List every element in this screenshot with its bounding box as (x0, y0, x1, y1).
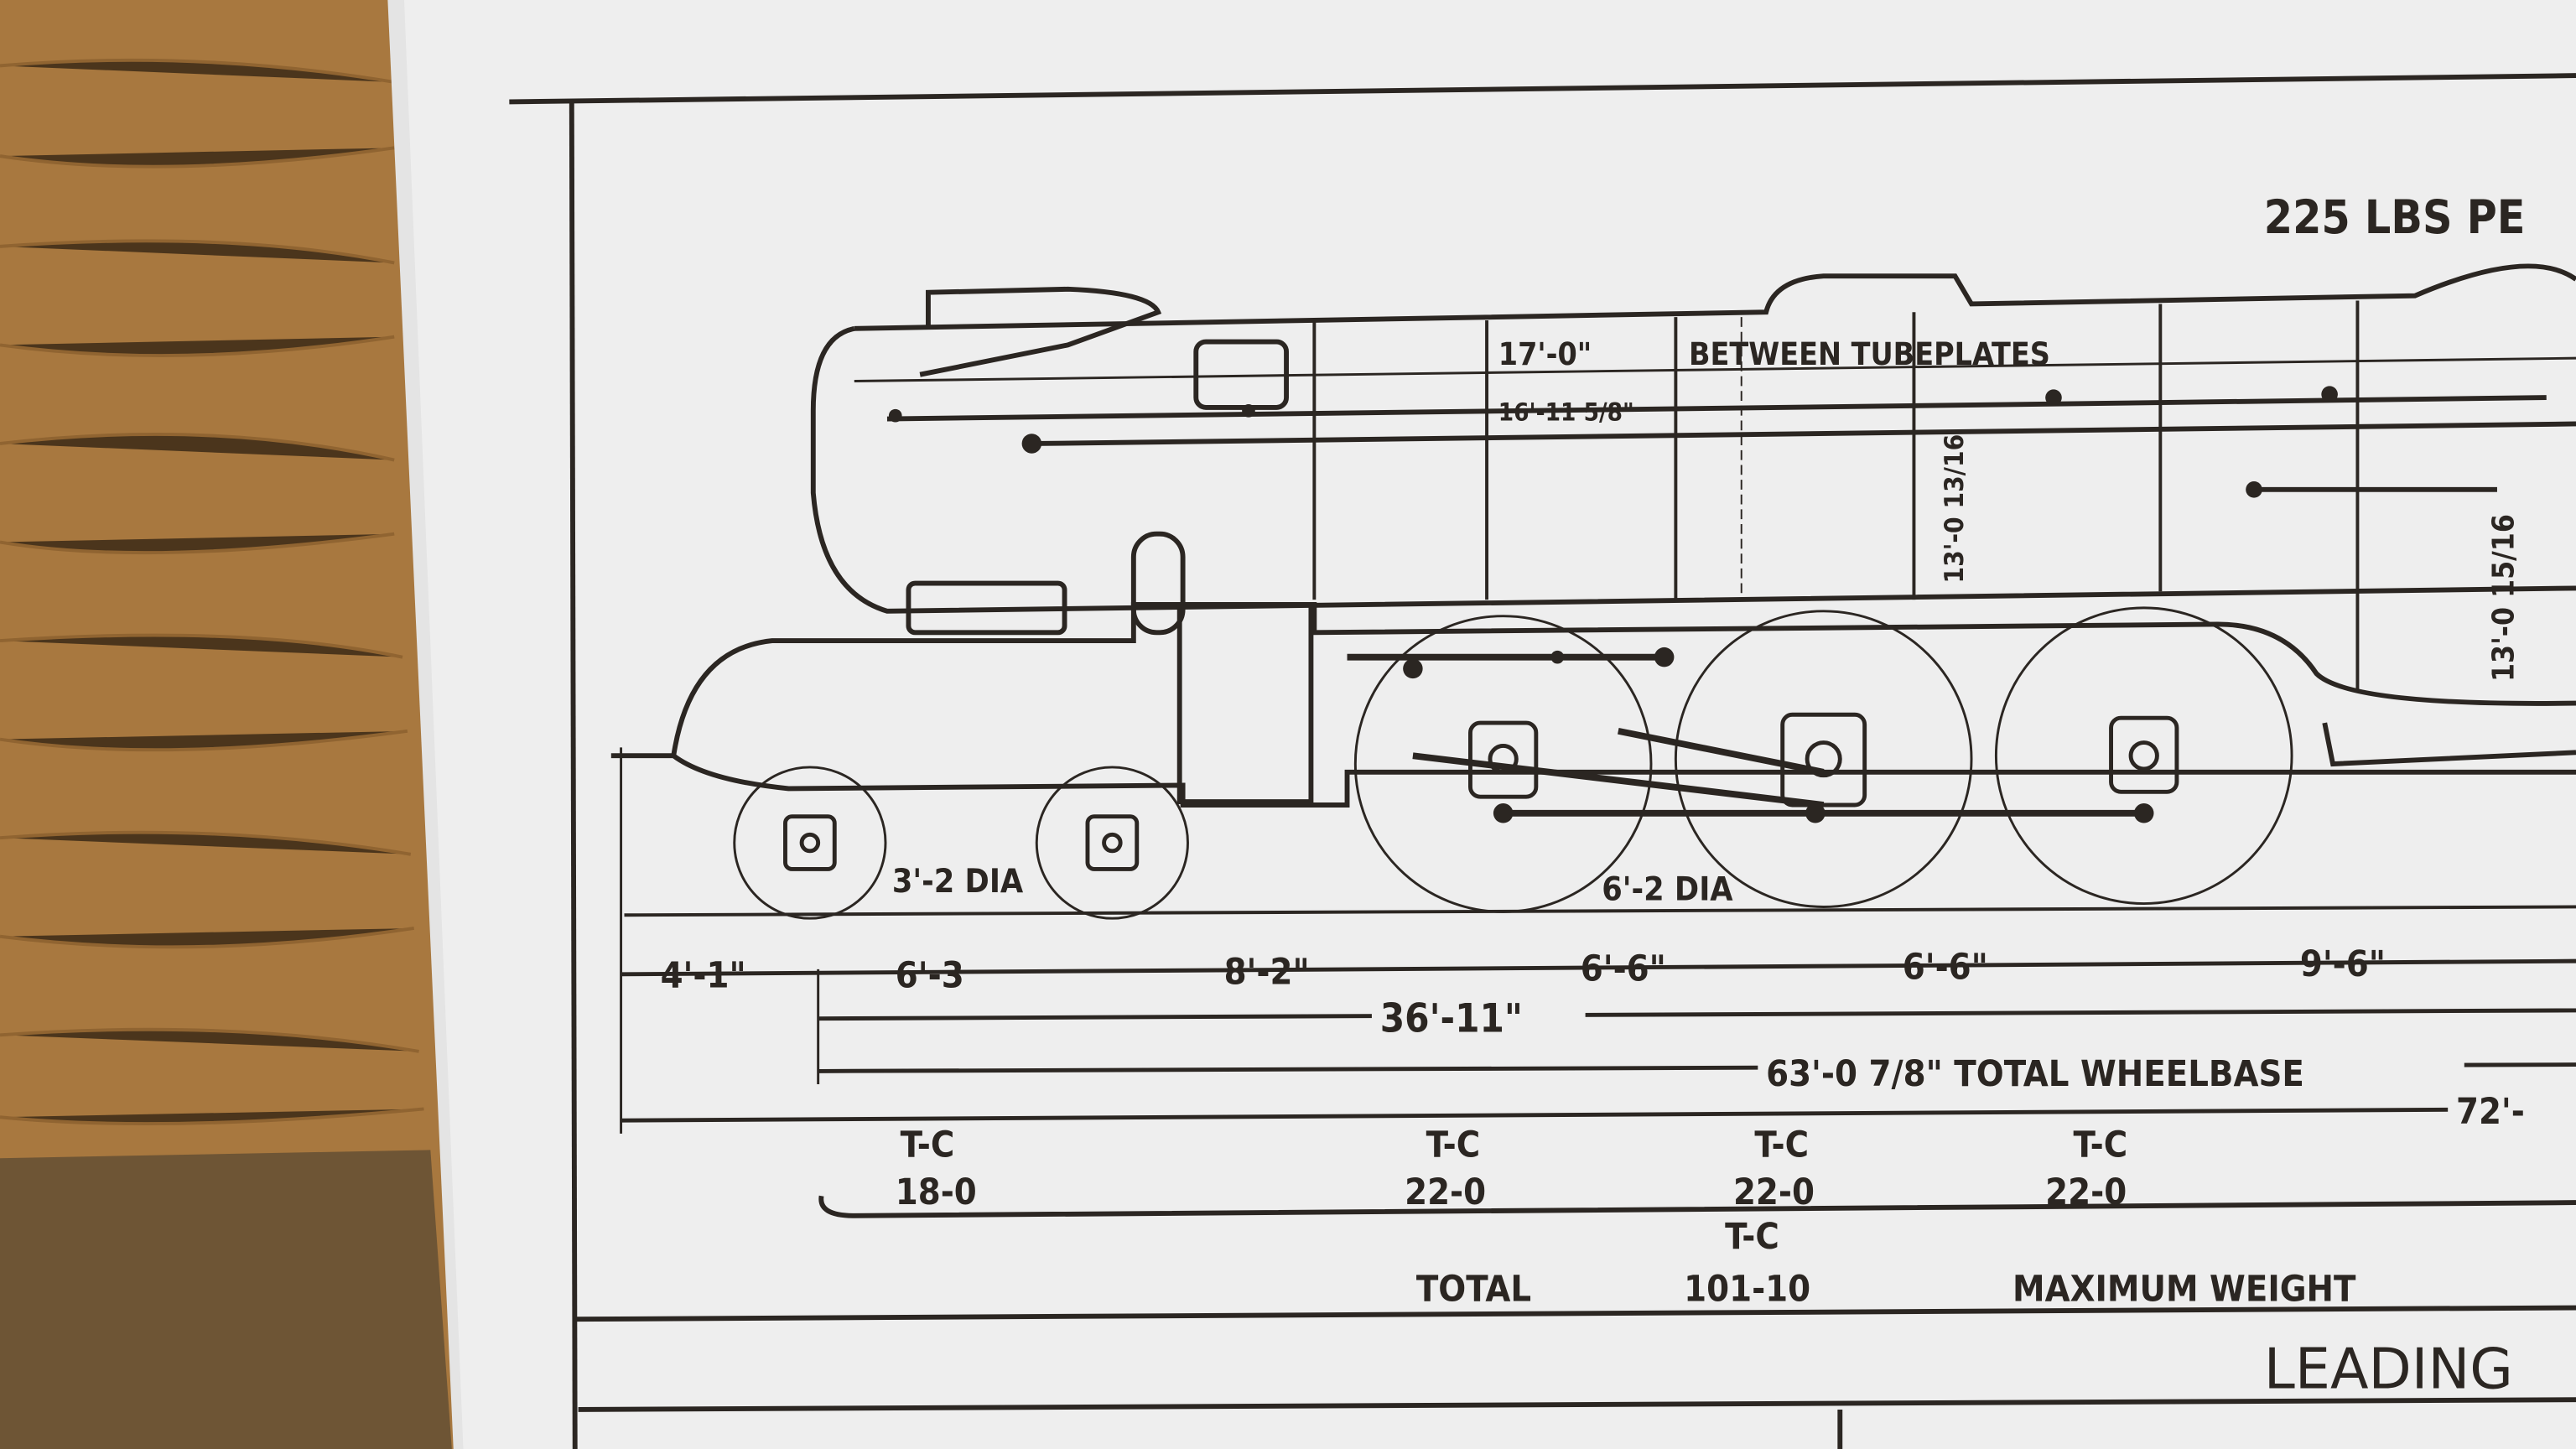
spacing-label: 6'-3 (896, 954, 964, 996)
pressure-label: 225 LBS PE (2264, 190, 2526, 244)
engine-wheelbase: 36'-11" (1380, 995, 1523, 1041)
driving-wheel-2 (1674, 610, 1973, 908)
axle-weights: T-C 18-0 T-C 22-0 T-C 22-0 T-C 22-0 T-C … (896, 1124, 2356, 1310)
tube-length-label: 17'-0" (1498, 335, 1592, 372)
total-weight-label: TOTAL (1416, 1269, 1531, 1311)
total-weight-unit: T-C (1725, 1216, 1779, 1258)
wheels (733, 606, 2293, 920)
between-tubeplates-label: BETWEEN TUBEPLATES (1689, 335, 2050, 372)
spacing-label: 8'-2" (1224, 952, 1310, 994)
bogie-wheel-1 (733, 766, 887, 920)
max-weight-label: MAXIMUM WEIGHT (2012, 1269, 2356, 1311)
spacing-label: 4'-1" (661, 954, 746, 996)
boiler-height-2: 13'-0 15/16 (2487, 514, 2521, 682)
spacing-label: 6'-6" (1903, 947, 1988, 989)
label-mask (1371, 994, 1586, 1037)
driving-wheel-diameter: 6'-2 DIA (1602, 871, 1733, 909)
spacing-label: 9'-6" (2300, 943, 2386, 985)
boiler-height-1: 13'-0 13/16 (1940, 434, 1970, 584)
driving-wheel-3 (1994, 606, 2293, 906)
axle-weight-value: 22-0 (1405, 1171, 1486, 1213)
label-mask (2448, 1090, 2576, 1130)
table-shadow (0, 1150, 452, 1449)
axle-spacings: 4'-1" 6'-3 8'-2" 6'-6" 6'-6" 9'-6" (661, 943, 2386, 997)
total-wheelbase: 63'-0 7/8" TOTAL WHEELBASE (1766, 1053, 2304, 1095)
axle-weight-unit: T-C (901, 1124, 955, 1166)
leading-label: LEADING (2264, 1337, 2513, 1402)
locomotive-outline (610, 263, 2576, 817)
bogie-wheel-2 (1035, 766, 1189, 920)
total-weight-value: 101-10 (1684, 1269, 1810, 1311)
axle-weight-unit: T-C (1754, 1124, 1809, 1166)
axle-weight-value: 22-0 (1733, 1171, 1815, 1213)
axle-weight-unit: T-C (1426, 1124, 1481, 1166)
tube-length-alt-label: 16'-11 5/8" (1498, 398, 1634, 427)
bogie-wheel-diameter: 3'-2 DIA (892, 863, 1024, 901)
axle-weight-unit: T-C (2073, 1124, 2127, 1166)
pivot-dots (888, 386, 2338, 823)
spacing-label: 6'-6" (1581, 948, 1666, 990)
label-mask (1758, 1047, 2464, 1091)
axle-weight-value: 18-0 (896, 1171, 977, 1213)
rail-line (624, 905, 2576, 917)
wood-grain (0, 58, 424, 1126)
drawing-frame (509, 73, 2576, 1449)
overall-length: 72'- (2456, 1091, 2525, 1133)
axle-weight-value: 22-0 (2045, 1171, 2127, 1213)
